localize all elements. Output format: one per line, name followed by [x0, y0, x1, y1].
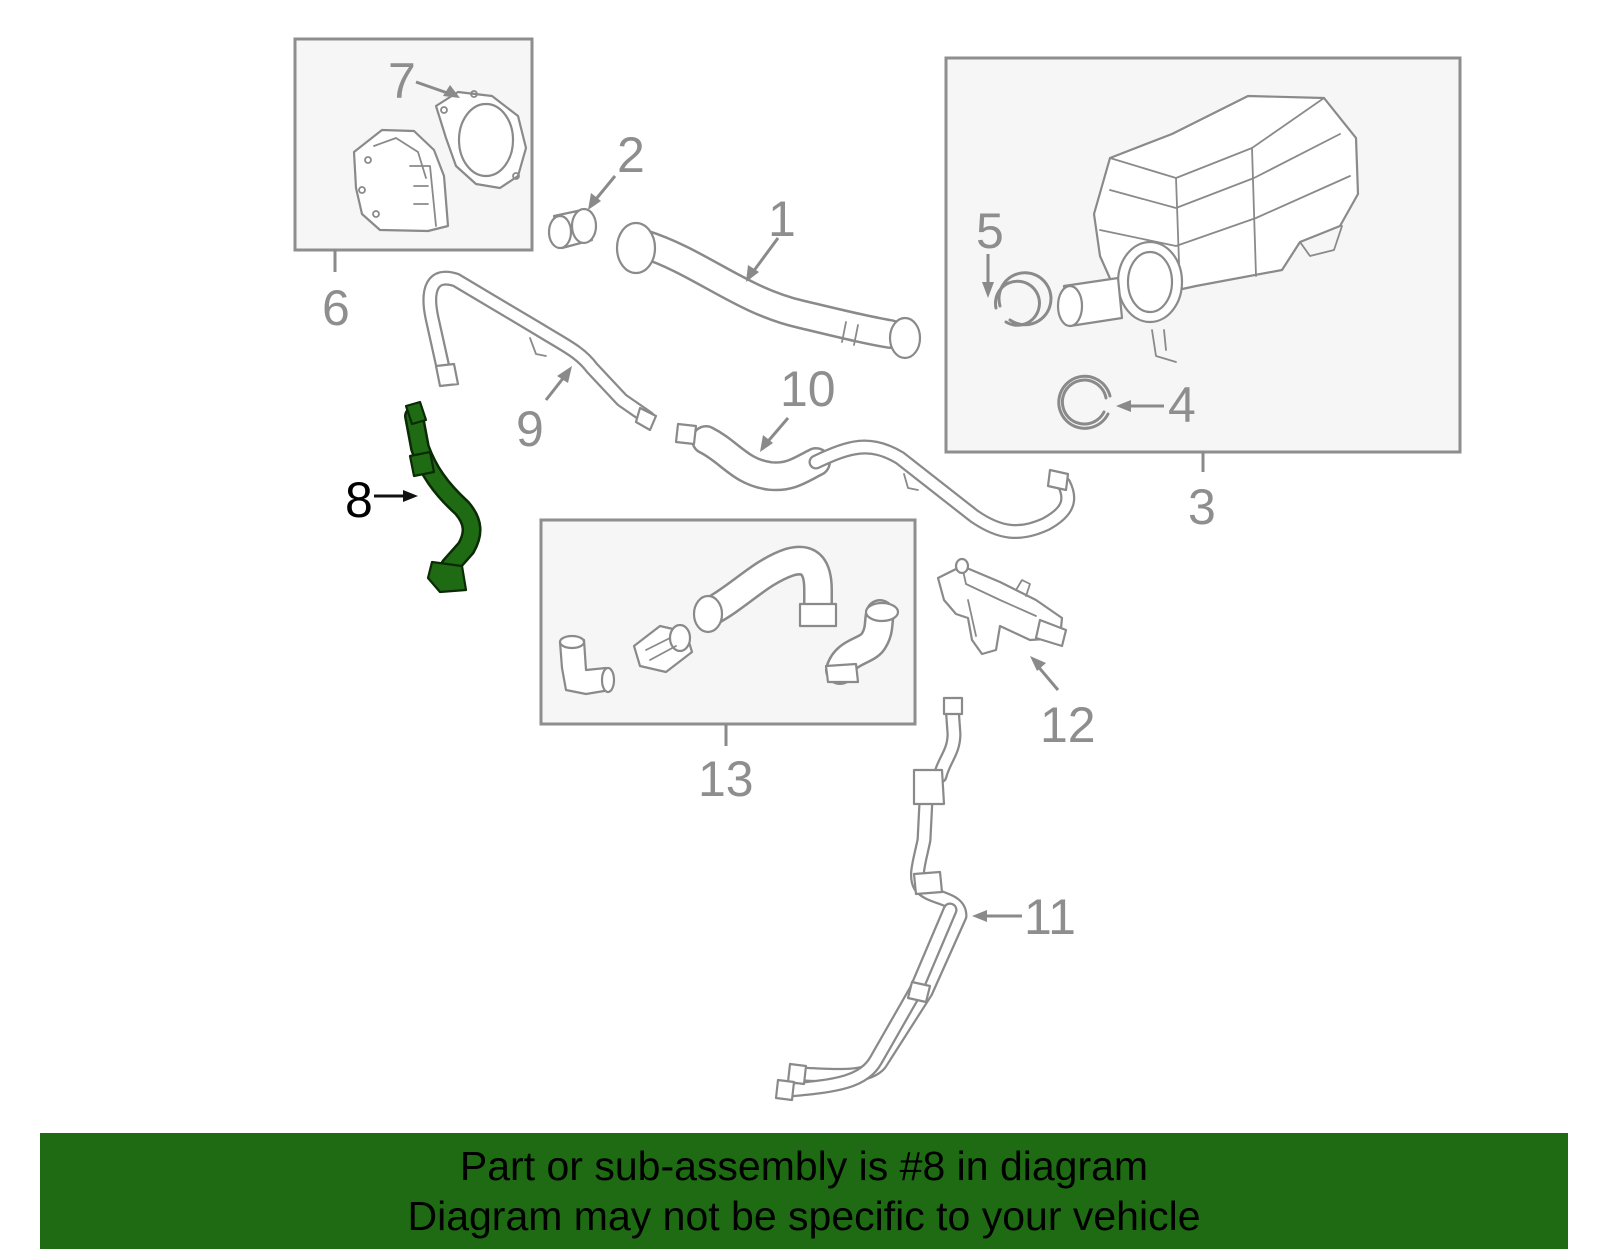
- callout-11: 11: [1024, 889, 1076, 945]
- callout-1: 1: [768, 191, 796, 247]
- fitting-bend-illustration: [824, 599, 900, 685]
- banner-line-1: Part or sub-assembly is #8 in diagram: [459, 1143, 1149, 1189]
- clamp-4-illustration: [1057, 374, 1112, 430]
- callout-9: 9: [516, 401, 544, 457]
- callout-7: 7: [388, 53, 416, 109]
- part-13-box: [539, 518, 917, 726]
- part-1[interactable]: 1: [615, 191, 922, 360]
- callout-10: 10: [780, 361, 836, 417]
- callout-5: 5: [976, 203, 1004, 259]
- part-11[interactable]: 11: [774, 696, 1076, 1102]
- part-10[interactable]: 10: [674, 361, 1076, 540]
- info-banner: Part or sub-assembly is #8 in diagram Di…: [40, 1133, 1568, 1249]
- clamp-5-illustration: [993, 271, 1053, 327]
- throttle-body-illustration: [352, 128, 450, 233]
- part-3-group[interactable]: 5 4 3: [944, 56, 1462, 535]
- callout-13: 13: [698, 751, 754, 807]
- callout-12: 12: [1040, 697, 1096, 753]
- part-13-group[interactable]: 13: [539, 518, 917, 807]
- part-2[interactable]: 2: [547, 127, 645, 250]
- callout-6: 6: [322, 280, 350, 336]
- callout-3: 3: [1188, 479, 1216, 535]
- part-6-group[interactable]: 7 6: [293, 37, 534, 336]
- part-9[interactable]: 9: [422, 270, 658, 457]
- part-8[interactable]: 8: [345, 400, 482, 594]
- fitting-valve-illustration: [632, 623, 694, 674]
- callout-2: 2: [617, 127, 645, 183]
- gasket-illustration: [434, 90, 528, 190]
- fitting-elbow-illustration: [558, 634, 616, 696]
- air-cleaner-illustration: [1056, 94, 1360, 363]
- callout-4: 4: [1168, 377, 1196, 433]
- banner-line-2: Diagram may not be specific to your vehi…: [407, 1193, 1201, 1239]
- part-12[interactable]: 12: [936, 557, 1096, 753]
- fitting-hose-illustration: [692, 545, 838, 634]
- callout-8: 8: [345, 472, 373, 528]
